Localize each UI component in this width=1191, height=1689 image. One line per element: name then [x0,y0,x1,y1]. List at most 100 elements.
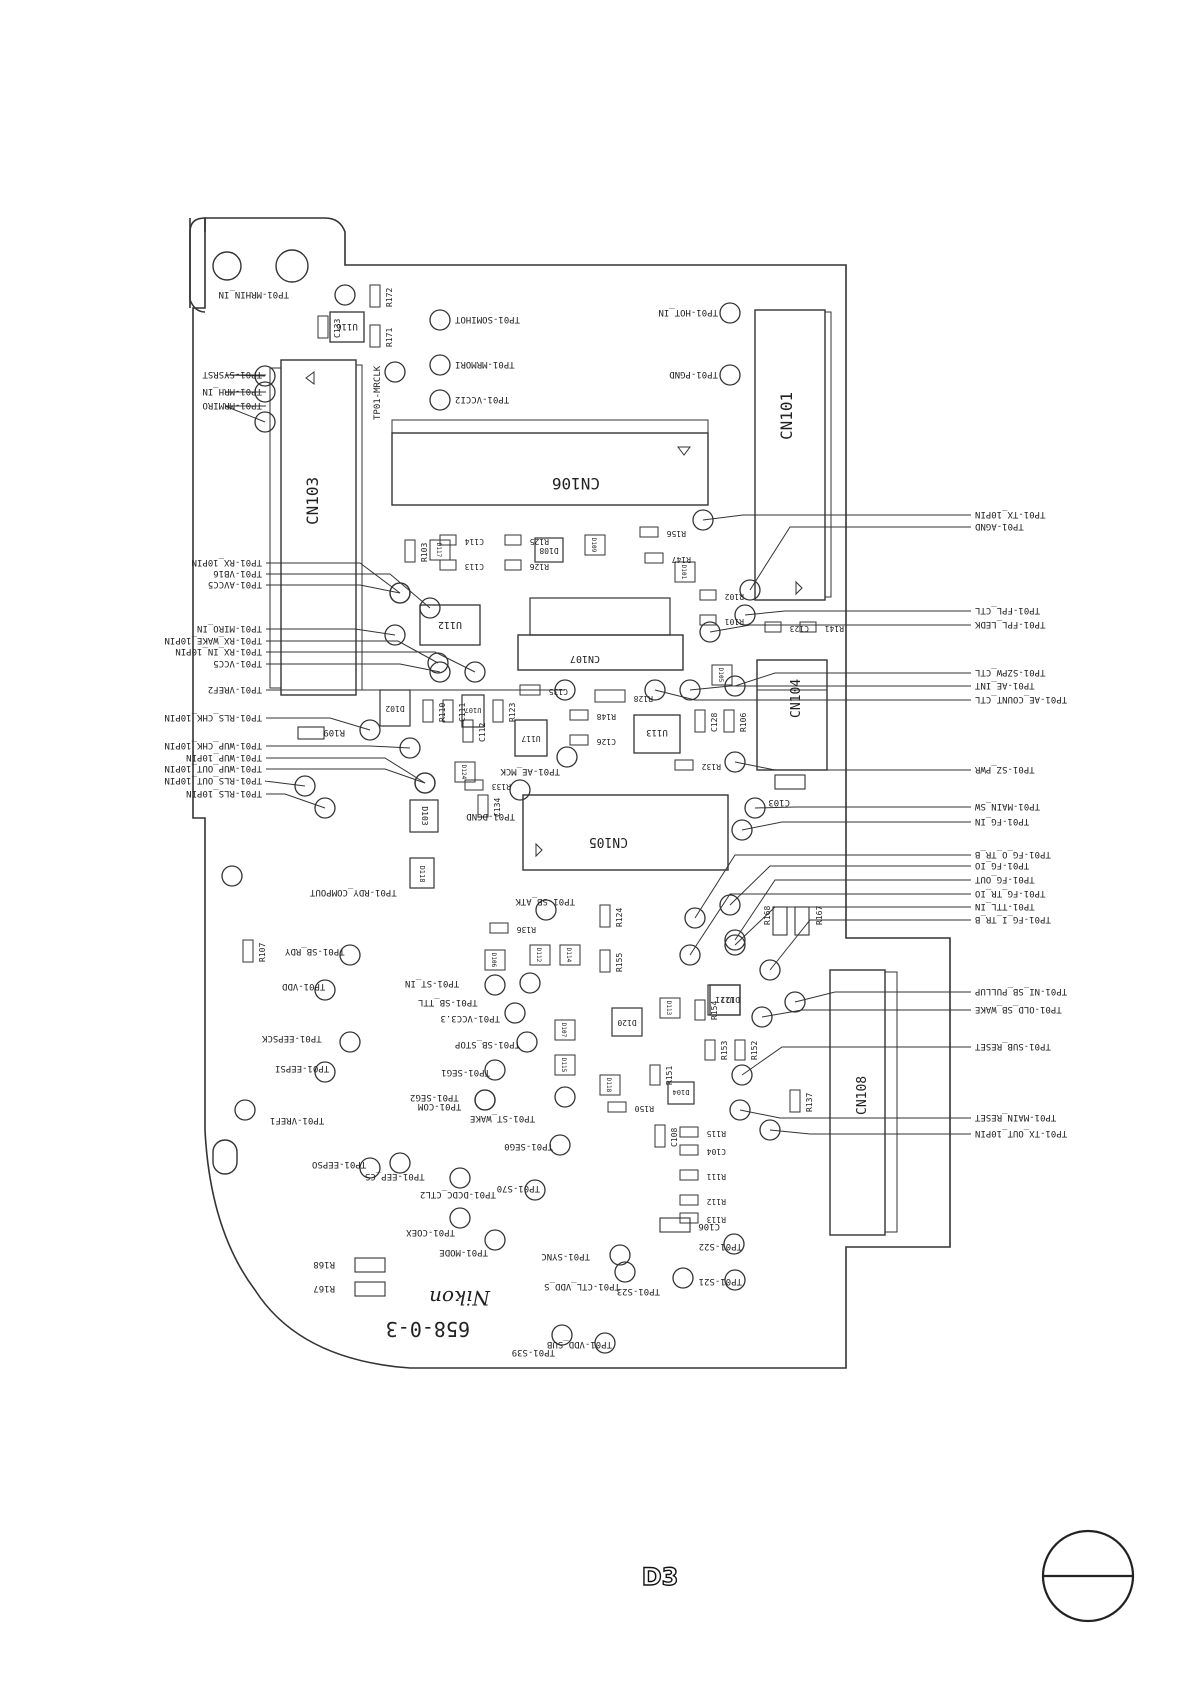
tp-pad-top-5[interactable] [719,302,741,324]
tp-pad-left-4[interactable] [419,597,441,619]
tp-pad-right-6[interactable] [644,679,666,701]
tp-pad-mid-23[interactable] [484,1229,506,1251]
pad-c108 [654,1124,666,1148]
tp-pad-right-17[interactable] [751,1006,773,1028]
tp-pad-left-14[interactable] [414,772,436,794]
tp-pad-right-20[interactable] [759,1119,781,1141]
tp-label-mid-3: TP01-RDY_COMPOUT [309,887,396,897]
tp-pad-top-0[interactable] [334,284,356,306]
tp-pad-mid-0[interactable] [556,746,578,768]
tp-pad-right-10[interactable] [684,907,706,929]
label-d115: D115 [560,1058,567,1073]
pad-r151 [649,1064,661,1086]
tp-pad-mid-25[interactable] [723,1233,745,1255]
tp-pad-mid-26[interactable] [614,1261,636,1283]
tp-pad-top-4[interactable] [384,361,406,383]
tp-pad-left-11[interactable] [359,719,381,741]
tp-pad-right-12[interactable] [724,929,746,951]
tp-pad-left-12[interactable] [399,737,421,759]
tp-pad-top-3[interactable] [429,389,451,411]
tp-pad-mid-29[interactable] [551,1324,573,1346]
tp-pad-right-19[interactable] [729,1099,751,1121]
tp-pad-mid-27[interactable] [672,1267,694,1289]
tp-pad-right-3[interactable] [699,621,721,643]
tp-pad-left-9[interactable] [429,661,451,683]
tp-pad-mid-10[interactable] [516,1031,538,1053]
tp-pad-top-2[interactable] [429,354,451,376]
tp-label-top-5: TP01-HOT_IN [658,307,718,317]
pad-c104 [679,1144,699,1156]
tp-pad-right-14[interactable] [724,934,746,956]
tp-leader-right-6 [654,689,971,701]
tp-pad-mid-1[interactable] [509,779,531,801]
tp-pad-mid-11[interactable] [314,1061,336,1083]
tp-leader-left-7 [266,640,439,664]
tp-pad-left-7[interactable] [427,652,449,674]
tp-pad-mid-18[interactable] [359,1157,381,1179]
tp-pad-right-8[interactable] [744,797,766,819]
tp-pad-mid-16[interactable] [234,1099,256,1121]
tp-pad-mid-20[interactable] [524,1179,546,1201]
tp-pad-mid-12[interactable] [484,1059,506,1081]
tp-label-right-4: TP01-SZPW_CTL [975,667,1045,677]
tp-pad-mid-30[interactable] [594,1332,616,1354]
tp-pad-right-0[interactable] [692,509,714,531]
tp-pad-mid-6[interactable] [484,974,506,996]
tp-pad-right-15[interactable] [759,959,781,981]
tp-pad-mid-4[interactable] [339,944,361,966]
tp-pad-mid-17[interactable] [549,1134,571,1156]
tp-pad-mid-8[interactable] [504,1002,526,1024]
label-d119: D118 [418,866,426,883]
tp-pad-mid-22[interactable] [449,1207,471,1229]
tp-pad-mid-9[interactable] [339,1031,361,1053]
tp-pad-left-5[interactable] [389,582,411,604]
tp-pad-left-10[interactable] [554,679,576,701]
tp-pad-mid-14[interactable] [474,1089,496,1111]
tp-pad-left-16[interactable] [314,797,336,819]
label-c123: C123 [790,624,809,633]
tp-label-mid-25: TP01-S22 [699,1241,742,1251]
label-r132: R132 [702,762,721,771]
label-c106: C106 [698,1221,720,1231]
tp-pad-mid-21[interactable] [449,1167,471,1189]
tp-pad-left-15[interactable] [294,775,316,797]
tp-pad-right-11[interactable] [719,894,741,916]
tp-pad-right-7[interactable] [724,751,746,773]
tp-pad-left-8[interactable] [464,661,486,683]
tp-pad-right-1[interactable] [739,579,761,601]
connector-cn101-shape [754,309,832,601]
tp-pad-right-18[interactable] [731,1064,753,1086]
tp-pad-top-6[interactable] [719,364,741,386]
tp-pad-mid-19[interactable] [389,1152,411,1174]
tp-leader-right-4 [734,672,971,687]
tp-label-mid-24: TP01-SYNC [541,1251,590,1261]
tp-pad-left-2[interactable] [254,411,276,433]
pad-r132 [674,759,694,771]
tp-pad-mid-15[interactable] [554,1086,576,1108]
tp-pad-mid-24[interactable] [609,1244,631,1266]
tp-pad-right-4[interactable] [724,675,746,697]
tp-pad-right-5[interactable] [679,679,701,701]
tp-pad-mid-5[interactable] [314,979,336,1001]
tp-pad-mid-28[interactable] [724,1269,746,1291]
tp-pad-left-1[interactable] [254,381,276,403]
label-r124: R124 [615,908,624,927]
pad-r171 [369,324,381,348]
tp-pad-mid-2[interactable] [535,899,557,921]
pad-c112 [462,719,474,743]
pad-r152 [734,1039,746,1061]
tp-label-top-4: TP01-MRCLK [373,365,383,420]
tp-pad-mid-3[interactable] [221,865,243,887]
tp-pad-right-13[interactable] [679,944,701,966]
tp-pad-mid-7[interactable] [519,972,541,994]
tp-pad-top-1[interactable] [429,309,451,331]
tp-pad-right-16[interactable] [784,991,806,1013]
tp-label-left-7: TP01-RX_WAKE_10PIN [164,635,262,645]
tp-leader-right-18 [741,1046,971,1076]
tp-label-mid-5: TP01-VDD [282,981,325,991]
tp-pad-right-9[interactable] [731,819,753,841]
tp-pad-left-0[interactable] [254,365,276,387]
tp-pad-right-2[interactable] [734,604,756,626]
pad-r153 [704,1039,716,1061]
tp-pad-left-6[interactable] [384,624,406,646]
